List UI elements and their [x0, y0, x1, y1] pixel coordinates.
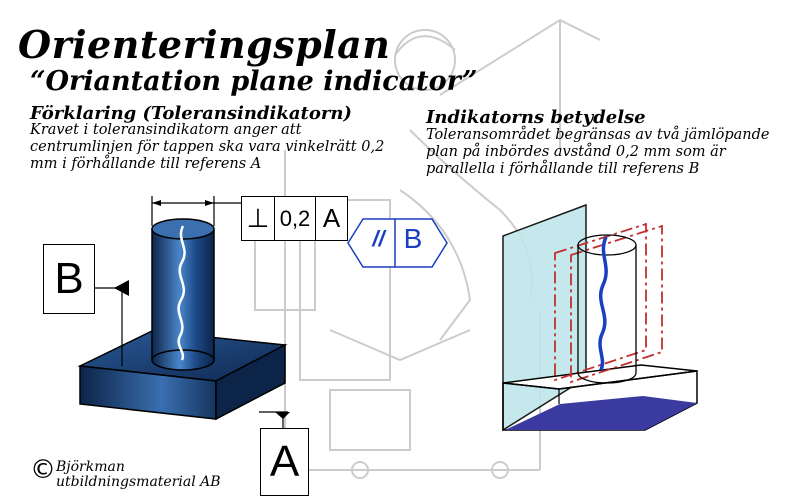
tolerance-value: 0,2 [275, 197, 316, 240]
page-title: Orienteringsplan [18, 22, 391, 67]
left-part [77, 196, 290, 430]
credit-line-2: utbildningsmaterial AB [56, 474, 221, 490]
base-side [215, 343, 286, 421]
copyright-icon: © [30, 455, 56, 485]
meaning-heading: Indikatorns betydelse [426, 107, 646, 128]
datum-label-a: A [260, 428, 309, 496]
explanation-heading: Förklaring (Toleransindikatorn) [30, 103, 352, 124]
right-part [502, 203, 698, 432]
page-subtitle: “Oriantation plane indicator” [30, 66, 478, 97]
tolerance-center-line [598, 236, 608, 371]
center-line [177, 225, 186, 361]
datum-reference: A [322, 203, 341, 233]
meaning-body: Toleransområdet begränsas av två jämlöpa… [426, 127, 770, 177]
credit-line-1: Björkman [56, 459, 125, 475]
parallel-symbol: // [372, 226, 385, 251]
feature-control-frame: ⊥ 0,2 A [241, 196, 348, 241]
explanation-body: Kravet i toleransindikatorn anger att ce… [30, 122, 385, 172]
orientation-datum-reference: B [403, 223, 423, 254]
datum-label-b: B [43, 244, 95, 314]
perpendicularity-symbol: ⊥ [242, 197, 275, 240]
datum-plane-b [502, 203, 587, 432]
